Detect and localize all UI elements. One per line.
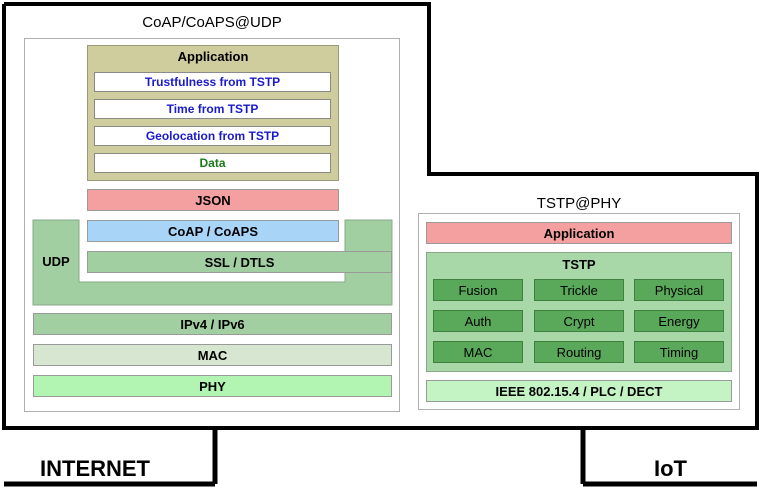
udp-layer [32, 219, 393, 306]
mac-layer: MAC [33, 344, 392, 366]
right-stack-title: TSTP@PHY [536, 195, 622, 212]
data-item: Data [94, 153, 331, 173]
ssl-dtls-layer: SSL / DTLS [87, 251, 392, 273]
outer-border [2, 2, 759, 430]
energy-cell: Energy [634, 310, 724, 332]
right-stack-container [418, 213, 740, 410]
phy-layer: PHY [33, 375, 392, 397]
left-stack-title: CoAP/CoAPS@UDP [142, 14, 282, 31]
fusion-cell: Fusion [433, 279, 523, 301]
application-title: Application [177, 49, 249, 64]
left-stack-container [24, 38, 400, 412]
mac-cell: MAC [433, 341, 523, 363]
ip-layer: IPv4 / IPv6 [33, 313, 392, 335]
coap-layer: CoAP / CoAPS [87, 220, 339, 242]
trickle-cell: Trickle [534, 279, 624, 301]
time-item: Time from TSTP [94, 99, 331, 119]
internet-label: INTERNET [40, 456, 150, 481]
geolocation-item: Geolocation from TSTP [94, 126, 331, 146]
auth-cell: Auth [433, 310, 523, 332]
udp-label: UDP [42, 254, 70, 269]
timing-cell: Timing [634, 341, 724, 363]
crypt-cell: Crypt [534, 310, 624, 332]
tstp-title: TSTP [562, 257, 596, 272]
routing-cell: Routing [534, 341, 624, 363]
trustfulness-item: Trustfulness from TSTP [94, 72, 331, 92]
physical-cell: Physical [634, 279, 724, 301]
json-layer: JSON [87, 189, 339, 211]
tstp-application-layer: Application [426, 222, 732, 244]
iot-label: IoT [654, 456, 687, 481]
ieee-layer: IEEE 802.15.4 / PLC / DECT [426, 380, 732, 402]
